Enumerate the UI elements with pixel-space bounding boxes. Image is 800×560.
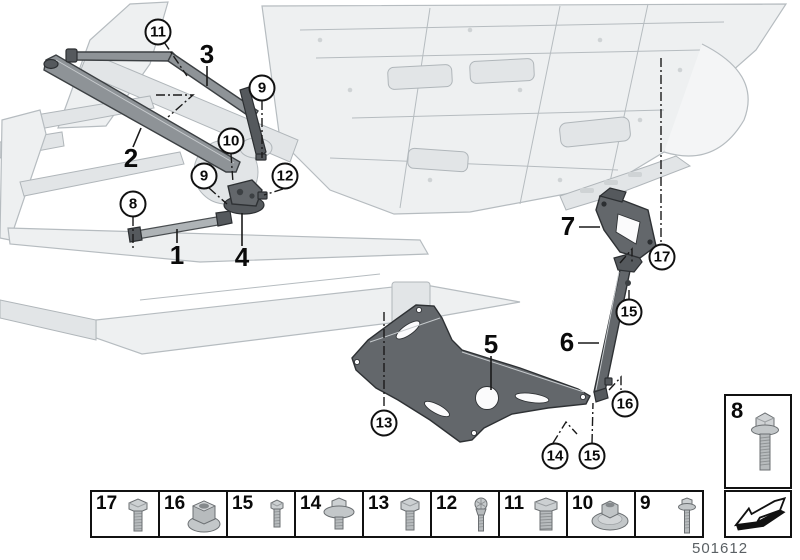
torx-head-screw-icon bbox=[474, 497, 488, 532]
part-label-5[interactable]: 5 bbox=[483, 329, 499, 359]
part-label-1[interactable]: 1 bbox=[169, 240, 185, 270]
fastener-number: 15 bbox=[232, 493, 254, 514]
callout-11[interactable]: 11 bbox=[144, 18, 172, 46]
fastener-box-10[interactable]: 10 bbox=[566, 490, 636, 538]
fastener-number: 16 bbox=[164, 493, 186, 514]
part-label-3[interactable]: 3 bbox=[199, 39, 215, 69]
fastener-box-12[interactable]: 12 bbox=[430, 490, 500, 538]
flange-nut-icon bbox=[187, 500, 221, 533]
fastener-number: 11 bbox=[504, 493, 525, 514]
callout-10[interactable]: 10 bbox=[217, 127, 245, 155]
part-3-strut-brace bbox=[65, 48, 267, 161]
long-flange-bolt-icon bbox=[751, 412, 779, 471]
fastener-number: 12 bbox=[436, 493, 458, 514]
threaded-hex-bolt-icon bbox=[534, 497, 558, 531]
callout-15a[interactable]: 15 bbox=[615, 298, 643, 326]
part-label-4[interactable]: 4 bbox=[234, 242, 250, 272]
fastener-strip: 17 16 15 bbox=[90, 490, 704, 538]
callout-9a[interactable]: 9 bbox=[248, 74, 276, 102]
part-1-strut bbox=[127, 210, 233, 243]
washer-hex-bolt-icon bbox=[323, 497, 355, 530]
fastener-box-16[interactable]: 16 bbox=[158, 490, 228, 538]
part-5-reinforcement-plate bbox=[351, 304, 591, 443]
document-number: 501612 bbox=[692, 540, 749, 557]
fastener-number: 10 bbox=[572, 493, 594, 514]
part-label-7[interactable]: 7 bbox=[560, 211, 576, 241]
part-2-strut-brace bbox=[43, 54, 241, 173]
callout-14[interactable]: 14 bbox=[541, 442, 569, 470]
callout-12[interactable]: 12 bbox=[271, 162, 299, 190]
part-7-corner-bracket bbox=[595, 187, 657, 259]
fastener-box-8[interactable]: 8 bbox=[724, 394, 792, 489]
fastener-box-15[interactable]: 15 bbox=[226, 490, 296, 538]
flange-bolt-icon bbox=[678, 497, 696, 534]
leader-lines-dashdot bbox=[132, 41, 662, 444]
hex-bolt-icon bbox=[128, 498, 148, 532]
fastener-number: 13 bbox=[368, 493, 390, 514]
callout-8[interactable]: 8 bbox=[119, 190, 147, 218]
part-label-2[interactable]: 2 bbox=[123, 143, 139, 173]
short-hex-bolt-icon bbox=[270, 499, 284, 528]
fastener-number: 14 bbox=[300, 493, 322, 514]
leader-lines-solid bbox=[132, 66, 600, 390]
fastener-number: 9 bbox=[640, 493, 651, 514]
fastener-number: 17 bbox=[96, 493, 118, 514]
part-label-6[interactable]: 6 bbox=[559, 327, 575, 357]
part-4-mount-bracket bbox=[223, 179, 268, 215]
callout-9b[interactable]: 9 bbox=[190, 162, 218, 190]
fastener-box-17[interactable]: 17 bbox=[90, 490, 160, 538]
direction-arrow-icon bbox=[733, 497, 787, 531]
fastener-box-14[interactable]: 14 bbox=[294, 490, 364, 538]
fastener-number: 8 bbox=[731, 398, 744, 423]
body-shell bbox=[0, 1, 788, 355]
fastener-box-13[interactable]: 13 bbox=[362, 490, 432, 538]
direction-arrow-box bbox=[724, 490, 792, 538]
fastener-box-9[interactable]: 9 bbox=[634, 490, 704, 538]
callout-13[interactable]: 13 bbox=[370, 409, 398, 437]
hex-bolt-icon bbox=[400, 497, 420, 531]
callout-15b[interactable]: 15 bbox=[578, 442, 606, 470]
fastener-box-11[interactable]: 11 bbox=[498, 490, 568, 538]
callout-16[interactable]: 16 bbox=[611, 390, 639, 418]
washer-nut-icon bbox=[591, 500, 629, 531]
callout-17[interactable]: 17 bbox=[648, 243, 676, 271]
part-6-support-strut bbox=[593, 251, 643, 403]
